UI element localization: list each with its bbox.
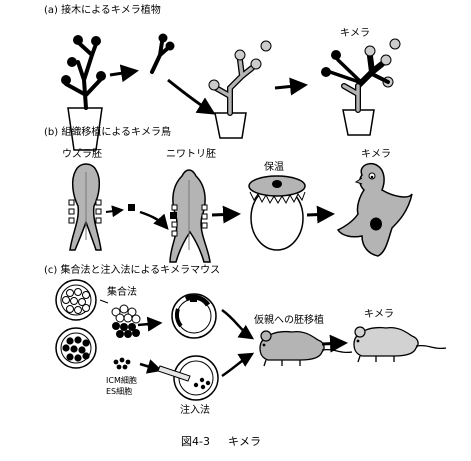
- aggregation-label: 集合法: [107, 287, 137, 298]
- arrow-b1: [105, 205, 124, 218]
- icm-cells-label: ICM細胞: [106, 376, 137, 385]
- chimera-mouse: [353, 326, 447, 363]
- icm-es-cells: [113, 357, 131, 370]
- foster-mouse: [259, 330, 353, 367]
- incubation-label: 保温: [264, 162, 284, 173]
- donor-plant: [61, 35, 106, 151]
- arrow-a3: [274, 77, 308, 96]
- quail-embryo: [68, 163, 102, 251]
- blastocyst-dark: [55, 327, 97, 369]
- arrow-c0: [99, 299, 109, 304]
- arrow-c2: [139, 359, 163, 374]
- section-a-heading: (a) 接木によるキメラ植物: [44, 5, 161, 16]
- chimera-plant: [321, 38, 401, 136]
- transplant-tissue: [128, 204, 135, 211]
- figure-number: 図4-3: [181, 435, 210, 448]
- embryo-transfer-label: 仮親への胚移植: [254, 315, 324, 326]
- injection-label: 注入法: [180, 405, 210, 416]
- chimera-chick: [336, 162, 413, 257]
- aggregated-embryo: [171, 293, 217, 339]
- arrow-c5: [321, 334, 348, 353]
- arrow-b3: [211, 205, 241, 224]
- arrow-b4: [306, 205, 335, 224]
- plant-chimera-label: キメラ: [340, 28, 370, 39]
- chicken-embryo-label: ニワトリ胚: [166, 149, 216, 160]
- arrow-c4: [221, 352, 255, 378]
- arrow-a1: [109, 64, 139, 83]
- figure-title: キメラ: [228, 435, 261, 448]
- blastocyst-light: [55, 279, 97, 321]
- arrow-a2: [167, 78, 216, 115]
- arrow-c1: [137, 316, 163, 332]
- cell-cluster: [111, 304, 141, 338]
- section-b-heading: (b) 組織移植によるキメラ鳥: [44, 127, 172, 138]
- chicken-embryo: [169, 169, 211, 263]
- section-c-heading: (c) 集合法と注入法によるキメラマウス: [44, 265, 221, 276]
- cut-scion: [150, 33, 175, 74]
- bird-chimera-label: キメラ: [361, 149, 391, 160]
- es-cells-label: ES細胞: [106, 387, 133, 396]
- injected-embryo: [157, 355, 219, 401]
- quail-embryo-label: ウズラ胚: [62, 149, 102, 160]
- rootstock-plant: [208, 40, 272, 139]
- egg-incubation: [248, 175, 306, 251]
- arrow-b2: [139, 210, 169, 230]
- arrow-c3: [221, 308, 255, 340]
- mouse-chimera-label: キメラ: [364, 309, 394, 320]
